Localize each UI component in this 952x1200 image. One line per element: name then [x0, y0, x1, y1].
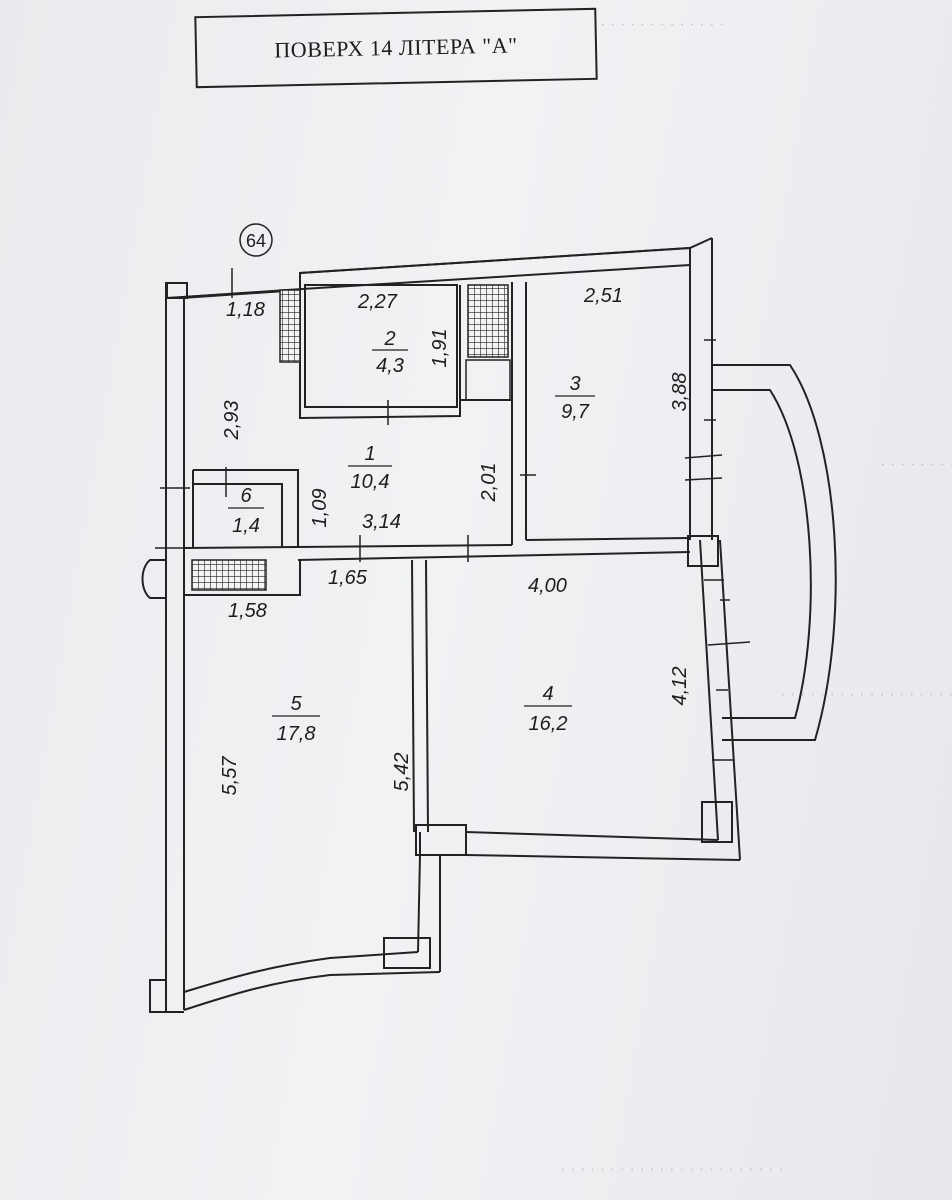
room-6-number: 6 [240, 485, 252, 507]
room-4-number: 4 [542, 683, 553, 705]
bleed-through-text: · · · · · · · · · · · · · · · · · · · · … [560, 15, 952, 1179]
dim-1-91: 1,91 [429, 329, 451, 368]
room-1-number: 1 [364, 443, 375, 465]
dim-1-09: 1,09 [309, 489, 331, 528]
dim-3-88: 3,88 [669, 373, 691, 412]
balcony [712, 364, 837, 741]
room-6-area: 1,4 [232, 515, 260, 537]
room-5-area: 17,8 [277, 723, 316, 745]
dim-5-42: 5,42 [391, 753, 413, 792]
svg-text:· · · · · · · · · · · · · · ·: · · · · · · · · · · · · · · · · · · [780, 685, 952, 704]
svg-text:· · · · · · · · · · · · ·: · · · · · · · · · · · · · [600, 15, 725, 34]
dim-4-12: 4,12 [669, 667, 691, 706]
room-3-label: 3 9,7 [555, 373, 595, 423]
room-1-label: 1 10,4 [348, 443, 392, 493]
dim-2-27: 2,27 [357, 291, 398, 313]
dim-5-57: 5,57 [219, 756, 241, 796]
dim-2-01: 2,01 [478, 463, 500, 503]
room-2-label: 2 4,3 [372, 328, 408, 377]
room-5-number: 5 [290, 693, 302, 715]
room-6-label: 6 1,4 [228, 485, 264, 537]
room-1-area: 10,4 [351, 471, 390, 493]
dim-2-93: 2,93 [221, 401, 243, 441]
dimension-labels: 1,18 2,93 2,27 1,91 2,51 3,88 2,01 1,09 … [219, 285, 691, 795]
room-2-number: 2 [383, 328, 395, 350]
plan-number-marker: 64 [239, 223, 273, 257]
plan-number: 64 [246, 231, 266, 251]
room-5-label: 5 17,8 [272, 693, 320, 745]
room-4-area: 16,2 [529, 713, 568, 735]
opening-marks [155, 268, 751, 761]
dim-1-65: 1,65 [328, 567, 368, 589]
interior-walls [141, 282, 733, 969]
room-3-number: 3 [569, 373, 580, 395]
dim-1-18: 1,18 [226, 299, 265, 321]
dim-4-00: 4,00 [528, 575, 567, 597]
room-2-area: 4,3 [376, 355, 404, 377]
room-labels: 2 4,3 3 9,7 1 10,4 6 1,4 4 16,2 5 17,8 [228, 328, 595, 745]
dim-1-58: 1,58 [228, 600, 267, 622]
svg-text:· · · · · · · · · · · · · · ·: · · · · · · · · · · · · · · · · · · · · … [560, 1160, 784, 1179]
dim-3-14: 3,14 [362, 511, 401, 533]
dim-2-51: 2,51 [583, 285, 623, 307]
room-4-label: 4 16,2 [524, 683, 572, 735]
svg-text:· · · · · · · ·: · · · · · · · · [880, 455, 952, 474]
room-3-area: 9,7 [561, 401, 590, 423]
